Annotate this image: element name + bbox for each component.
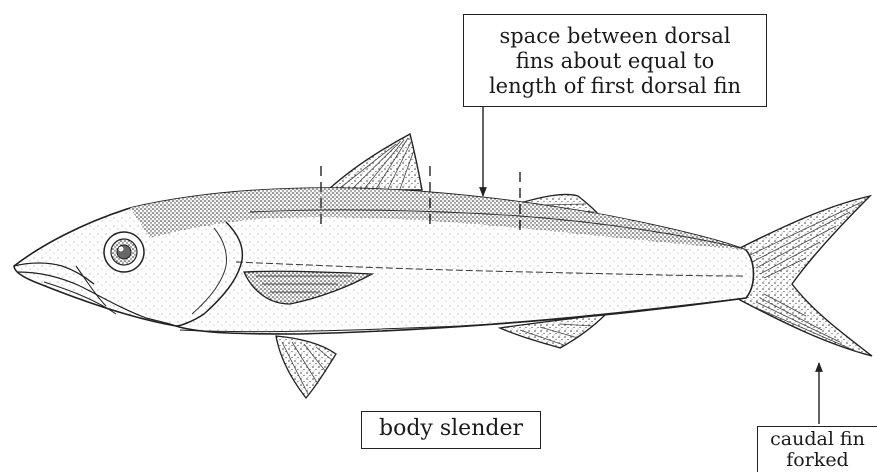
pelvic-fin	[276, 336, 336, 398]
dorsal-spacing-annotation: space between dorsal fins about equal to…	[463, 14, 767, 107]
caudal-annotation-line-1: caudal fin	[758, 429, 877, 450]
first-dorsal-fin	[328, 134, 422, 190]
dorsal-annotation-line-2: fins about equal to	[464, 49, 766, 74]
caudal-fin-annotation: caudal fin forked	[757, 426, 877, 472]
body-annotation-text: body slender	[362, 412, 540, 446]
dorsal-annotation-line-1: space between dorsal	[464, 24, 766, 49]
dorsal-annotation-line-3: length of first dorsal fin	[464, 74, 766, 99]
fish-body	[14, 188, 754, 334]
caudal-annotation-line-2: forked	[758, 450, 877, 471]
caudal-fin	[740, 196, 872, 356]
body-shape-annotation: body slender	[361, 411, 541, 449]
